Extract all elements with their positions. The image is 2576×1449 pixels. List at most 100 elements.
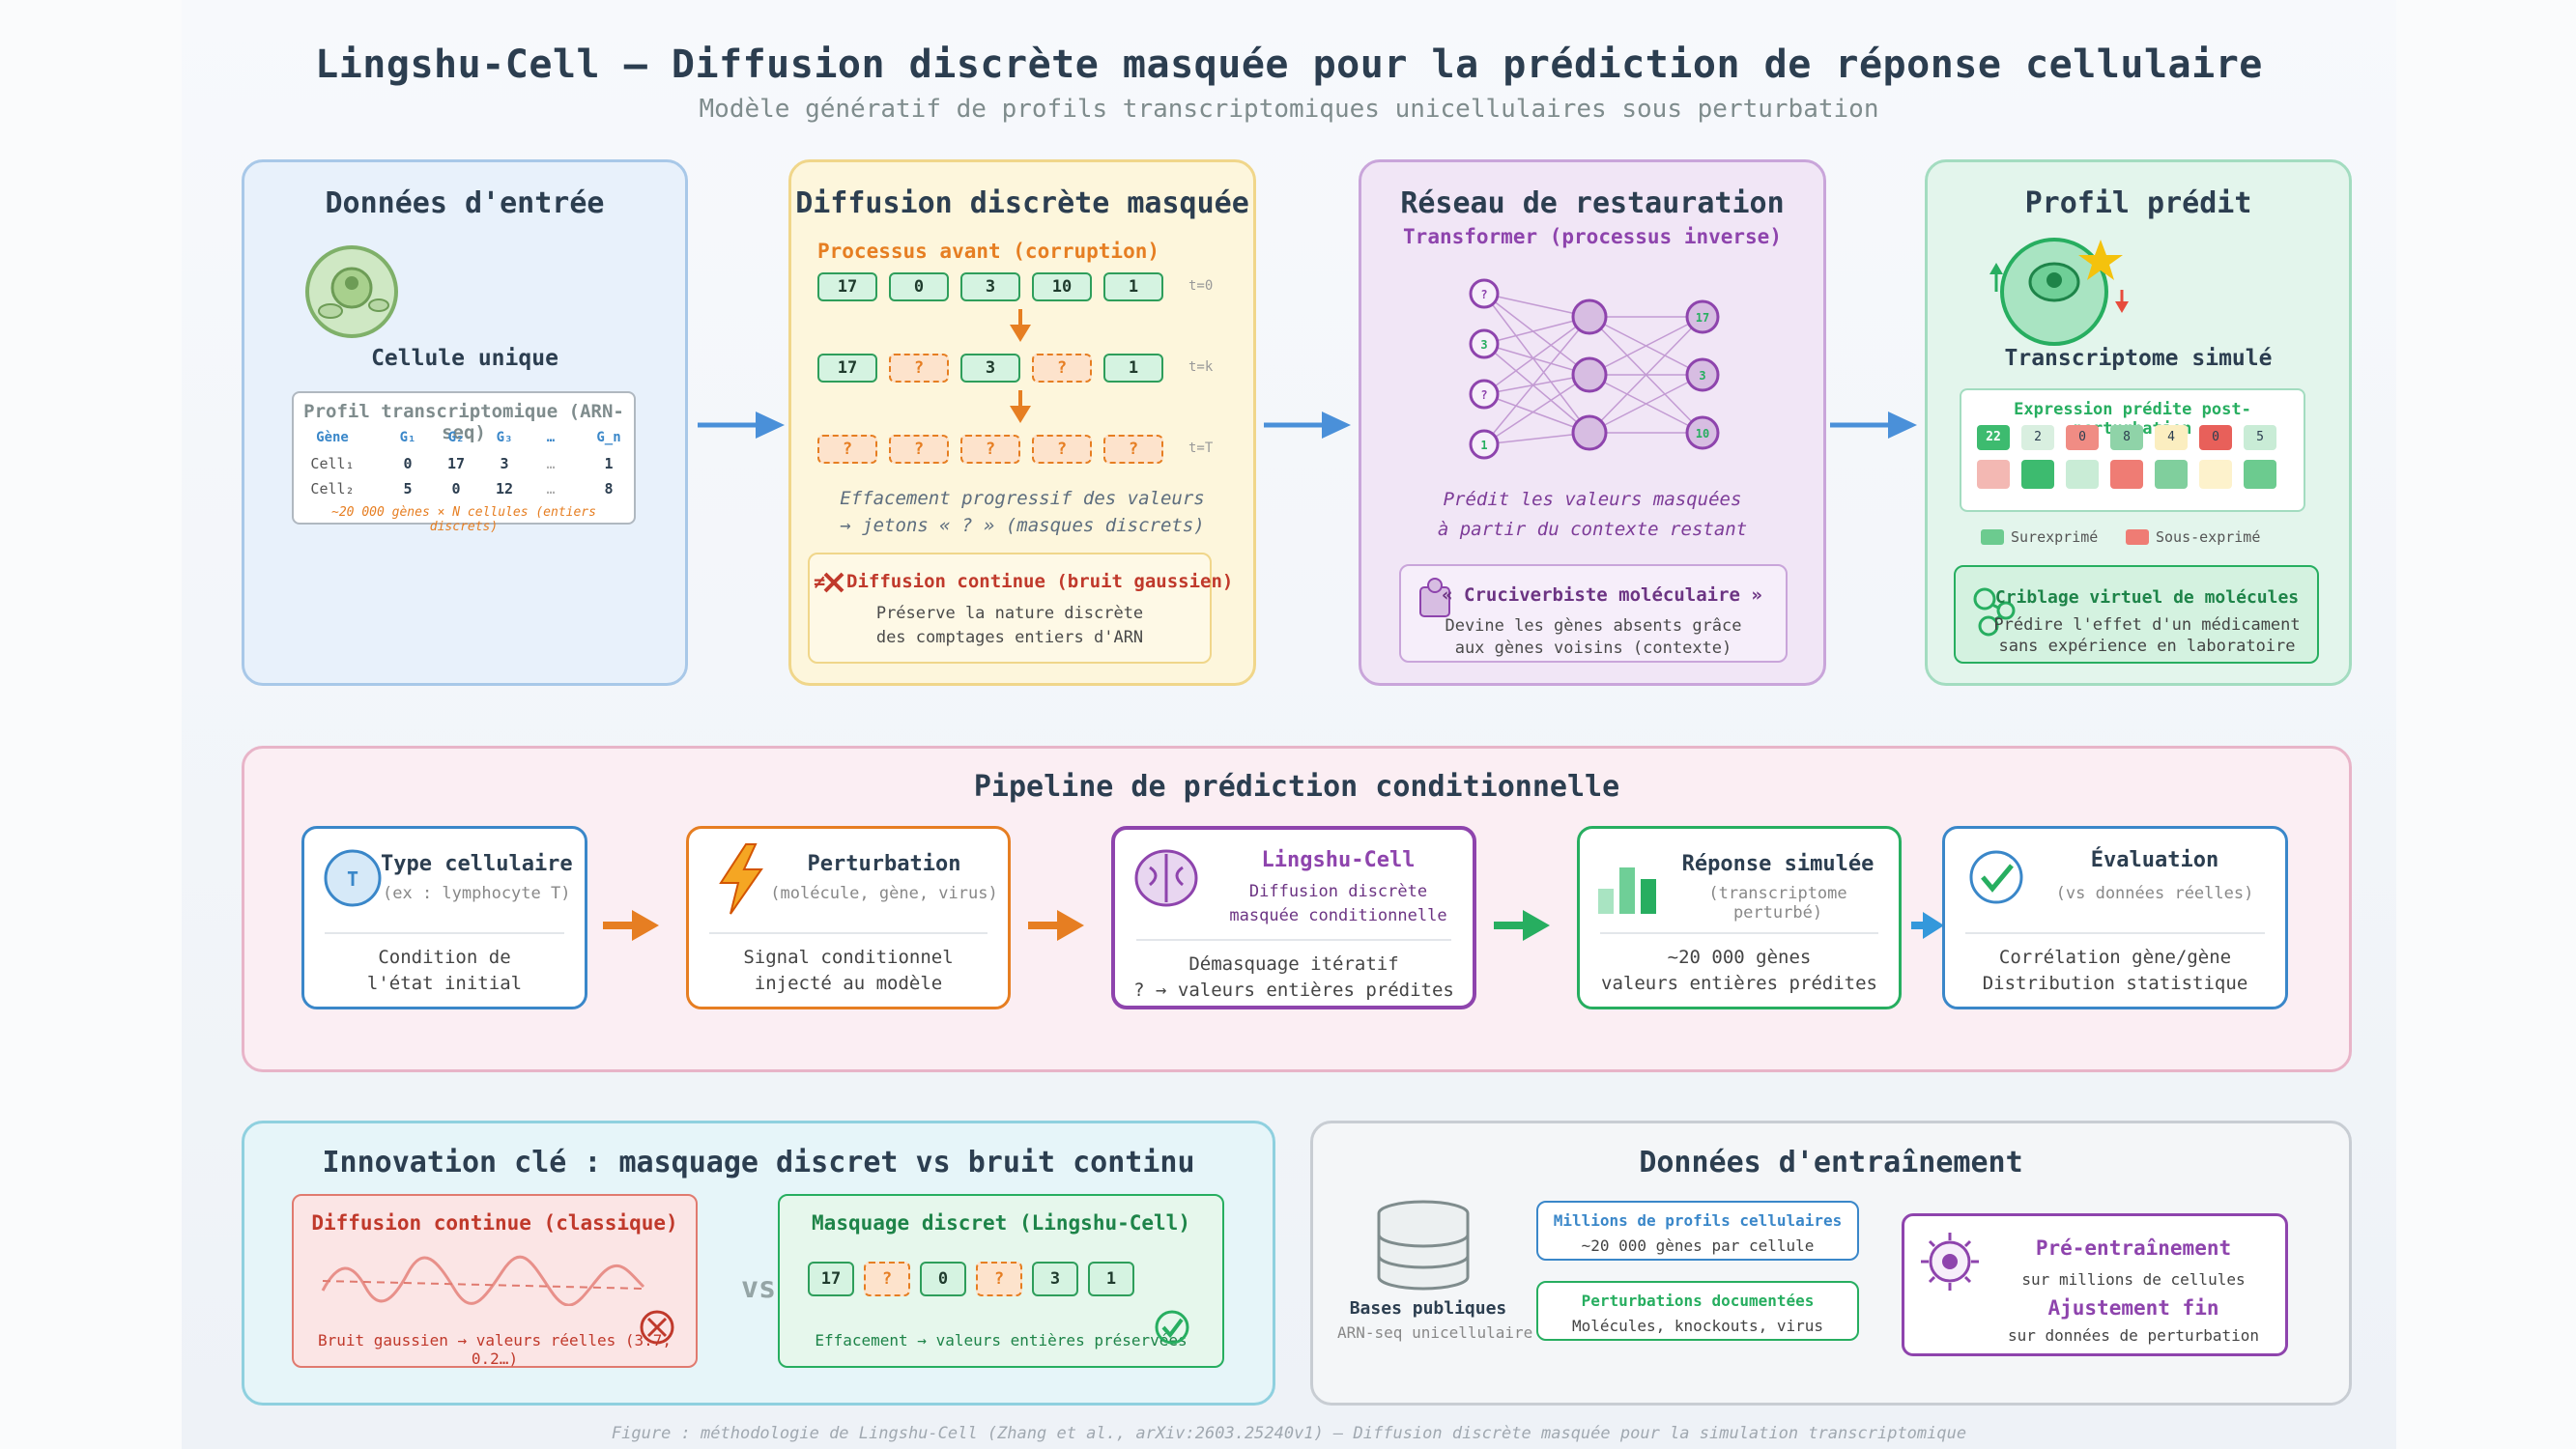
heatmap-cell xyxy=(2110,460,2143,489)
nn-edge xyxy=(1483,343,1590,376)
crossword-line-2: aux gènes voisins (contexte) xyxy=(1454,639,1732,658)
page-subtitle: Modèle génératif de profils transcriptom… xyxy=(699,95,1879,124)
virtual-screening-title: Criblage virtuel de molécules xyxy=(1994,587,2300,608)
diffusion-token: ? xyxy=(889,435,949,464)
table-cell: 1 xyxy=(604,455,614,472)
heatmap-cell: 2 xyxy=(2021,425,2054,450)
perturbations-box-sub: Molécules, knockouts, virus xyxy=(1571,1317,1824,1335)
table-header-cell: Gène xyxy=(316,430,349,445)
innovation-token: 0 xyxy=(920,1262,966,1296)
pipeline-title: Pipeline de prédiction conditionnelle xyxy=(973,770,1620,804)
nn-edge xyxy=(1589,316,1703,434)
perturbations-box xyxy=(1536,1281,1859,1341)
diffusion-token: ? xyxy=(889,354,949,383)
table-cell: … xyxy=(546,480,556,497)
nn-edge xyxy=(1483,374,1590,445)
virtual-screening-line-2: sans expérience en laboratoire xyxy=(1998,637,2296,656)
bar-chart-icon xyxy=(1598,867,1656,914)
diffusion-token: ? xyxy=(1032,354,1092,383)
nn-edge xyxy=(1483,316,1590,345)
innovation-token: 3 xyxy=(1032,1262,1078,1296)
step-1-title: Type cellulaire xyxy=(381,852,573,876)
svg-text:17: 17 xyxy=(1696,311,1709,325)
expression-table: Profil transcriptomique (ARN-seq) Gène G₁… xyxy=(292,391,636,534)
database-icon xyxy=(1377,1200,1470,1291)
diffusion-token: 3 xyxy=(960,354,1020,383)
step-2-desc-1: Signal conditionnel xyxy=(743,947,954,968)
training-stages-box xyxy=(1902,1213,2288,1356)
divider xyxy=(325,932,564,934)
arrow-right-icon xyxy=(603,910,659,941)
heatmap-cell: 8 xyxy=(2110,425,2143,450)
diffusion-caption-1: Effacement progressif des valeurs xyxy=(840,488,1205,509)
profiles-box xyxy=(1536,1201,1859,1261)
noise-wave-icon xyxy=(321,1255,645,1306)
nn-output-node: 3 xyxy=(1685,357,1720,392)
finetuning-sub: sur données de perturbation xyxy=(2007,1326,2260,1345)
input-panel-title: Données d'entrée xyxy=(325,186,605,220)
gear-icon xyxy=(1921,1233,1979,1291)
heatmap-cell: 22 xyxy=(1977,425,2010,450)
table-header-cell: G₁ xyxy=(399,430,416,445)
continuous-note-title: Diffusion continue (bruit gaussien) xyxy=(846,571,1234,592)
versus-label: vs xyxy=(740,1271,777,1305)
cell-icon xyxy=(305,245,398,338)
diffusion-token: ? xyxy=(817,435,877,464)
table-title: Profil transcriptomique (ARN-seq) xyxy=(303,401,624,443)
step-4-sub: (transcriptome perturbé) xyxy=(1708,884,1847,923)
step-3-title: Lingshu-Cell xyxy=(1261,848,1416,872)
table-cell: Cell₂ xyxy=(310,480,355,497)
diffusion-caption-2: → jetons « ? » (masques discrets) xyxy=(840,515,1205,536)
step-5-sub: (vs données réelles) xyxy=(2055,884,2254,903)
output-panel-title: Profil prédit xyxy=(2024,186,2252,220)
restoration-panel-title: Réseau de restauration xyxy=(1400,186,1785,220)
nn-output-node: 10 xyxy=(1685,415,1720,450)
step-3-desc-2: ? → valeurs entières prédites xyxy=(1133,980,1454,1001)
svg-text:3: 3 xyxy=(1480,338,1487,352)
timestep-label: t=T xyxy=(1188,440,1214,456)
heatmap-cell xyxy=(2021,460,2054,489)
divider xyxy=(1136,939,1451,941)
transformer-label: Transformer (processus inverse) xyxy=(1403,225,1782,248)
heatmap-cell: 4 xyxy=(2155,425,2188,450)
restoration-caption-2: à partir du contexte restant xyxy=(1437,519,1748,540)
step-5-desc-1: Corrélation gène/gène xyxy=(1998,947,2232,968)
step-1-sub: (ex : lymphocyte T) xyxy=(383,884,571,903)
step-4-title: Réponse simulée xyxy=(1681,852,1875,876)
svg-text:10: 10 xyxy=(1696,427,1709,440)
arrow-right-icon xyxy=(1911,912,1944,939)
table-header-cell: G₃ xyxy=(496,430,513,445)
divider xyxy=(1965,932,2265,934)
table-header-cell: G_n xyxy=(596,430,621,445)
heatmap-cell xyxy=(2244,460,2276,489)
forward-process-label: Processus avant (corruption) xyxy=(817,240,1160,263)
diffusion-token: 1 xyxy=(1103,354,1163,383)
discrete-box-caption: Effacement → valeurs entières préservées xyxy=(815,1331,1188,1350)
restoration-caption-1: Prédit les valeurs masquées xyxy=(1443,489,1742,510)
heatmap-cell xyxy=(2199,460,2232,489)
nn-hidden-node xyxy=(1571,356,1608,393)
public-databases-sub: ARN-seq unicellulaire xyxy=(1337,1323,1533,1342)
diffusion-token: ? xyxy=(960,435,1020,464)
pipeline-step-simulated-response xyxy=(1577,826,1902,1009)
molecule-icon xyxy=(1973,587,2016,637)
diffusion-token: 3 xyxy=(960,272,1020,301)
nn-output-node: 17 xyxy=(1685,299,1720,334)
heatmap-cell xyxy=(2155,460,2188,489)
svg-text:?: ? xyxy=(1480,288,1487,301)
finetuning-title: Ajustement fin xyxy=(2047,1296,2219,1320)
profiles-box-title: Millions de profils cellulaires xyxy=(1553,1211,1843,1230)
crossword-title: « Cruciverbiste moléculaire » xyxy=(1442,584,1762,606)
arrow-right-icon xyxy=(1830,412,1917,439)
heatmap-cell xyxy=(1977,460,2010,489)
nn-edge xyxy=(1483,343,1590,434)
step-4-desc-2: valeurs entières prédites xyxy=(1601,973,1877,994)
table-cell: 3 xyxy=(500,455,509,472)
step-3-sub: Diffusion discrète xyxy=(1248,882,1428,901)
table-cell: 0 xyxy=(403,455,413,472)
step-3-desc-1: Démasquage itératif xyxy=(1188,953,1399,975)
table-cell: … xyxy=(546,455,556,472)
